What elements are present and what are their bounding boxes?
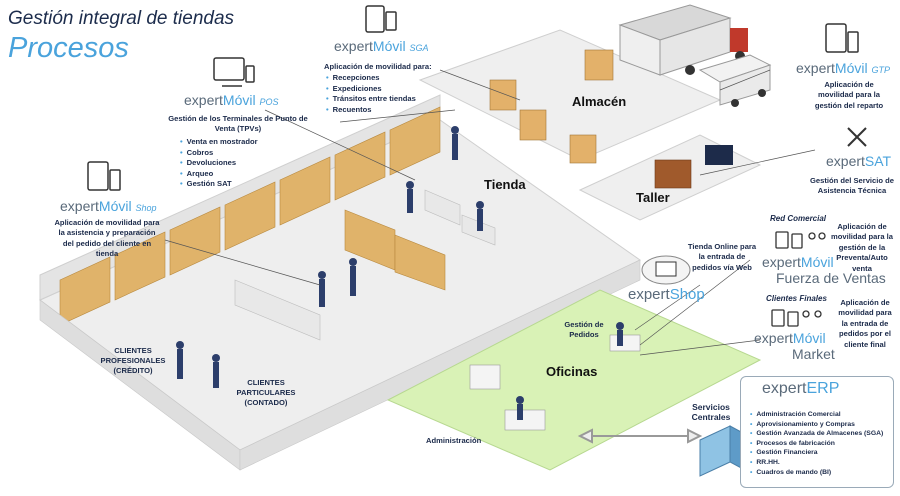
zone-taller: Taller [636,190,670,205]
sga-items: Recepciones Expediciones Tránsitos entre… [326,73,416,115]
devices-icon-market [771,309,822,327]
erp-item: Gestión Avanzada de Almacenes (SGA) [750,429,883,439]
pos-item: Devoluciones [180,158,258,169]
truck-icon [618,4,748,76]
buildings-icon [699,425,746,477]
label-gestion-pedidos: Gestión de Pedidos [564,320,604,339]
erp-item: RR.HH. [750,458,883,468]
sga-item: Expediciones [326,84,416,95]
brand-shop-app: expertMóvil Shop [60,198,157,214]
label-servicios-centrales: Servicios Centrales [691,402,731,422]
workshop-screen [705,145,733,165]
zone-oficinas: Oficinas [546,364,598,379]
tablet-icon-shop [87,161,121,191]
brand-sat: expertSAT [826,153,892,169]
brand-fuerza: expertMóvil [762,254,834,270]
zone-almacen: Almacén [572,94,627,109]
workshop-bench [654,159,692,189]
brand-expertshop: expertShop [628,286,705,303]
brand-fuerza-sub: Fuerza de Ventas [776,270,886,286]
pos-item: Cobros [180,148,258,159]
shop-app-desc: Aplicación de movilidad para la asistenc… [54,218,160,259]
pos-item: Arqueo [180,169,258,180]
zone-tienda: Tienda [484,177,526,192]
brand-market-sub: Market [792,346,835,362]
pos-items: Venta en mostrador Cobros Devoluciones A… [180,137,258,190]
erp-item: Procesos de fabricación [750,439,883,449]
erp-item: Administración Comercial [750,410,883,420]
label-clientes-particulares: CLIENTES PARTICULARES (CONTADO) [236,378,296,407]
pos-item: Gestión SAT [180,179,258,190]
pos-item: Venta en mostrador [180,137,258,148]
group-clientes-finales: Clientes Finales [766,294,827,303]
office-floor [386,289,762,471]
sga-item: Recuentos [326,105,416,116]
center-shelves [344,209,446,291]
brand-erp: expertERP [762,380,840,397]
brand-pos: expertMóvil POS [184,92,279,108]
warehouse-racks [489,49,614,164]
page-title: Gestión integral de tiendas [8,8,235,29]
brand-gtp: expertMóvil GTP [796,60,890,76]
sga-item: Tránsitos entre tiendas [326,94,416,105]
erp-item: Cuadros de mando (BI) [750,468,883,478]
group-red-comercial: Red Comercial [770,214,827,223]
market-desc: Aplicación de movilidad para la entrada … [838,298,892,349]
gtp-desc: Aplicación de movilidad para la gestión … [814,80,884,110]
brand-sga: expertMóvil SGA [334,38,429,54]
cloud-shop-icon [641,255,691,285]
expertshop-desc: Tienda Online para la entrada de pedidos… [687,242,757,272]
label-administracion: Administración [426,436,482,445]
erp-item: Gestión Financiera [750,448,883,458]
tools-icon [847,127,867,147]
front-wall [39,259,641,471]
sga-heading: Aplicación de movilidad para: [324,62,432,71]
people [176,126,624,420]
page-subtitle: Procesos [8,32,129,64]
erp-items: Administración Comercial Aprovisionamien… [750,410,883,477]
wall-shelves [59,106,441,326]
fuerza-desc: Aplicación de movilidad para la gestión … [830,222,894,273]
connector-lines [164,69,816,356]
brand-market: expertMóvil [754,330,826,346]
label-clientes-profesionales: CLIENTES PROFESIONALES (CRÉDITO) [100,346,166,375]
office-furniture [469,334,641,431]
erp-link-arrow [577,428,703,444]
erp-item: Aprovisionamiento y Compras [750,420,883,430]
sga-item: Recepciones [326,73,416,84]
tablet-icon-sga [365,5,397,33]
devices-icon-fuerza [775,231,826,249]
tablet-icon-gtp [825,23,859,53]
pos-terminal-icon [213,57,255,87]
sat-desc: Gestión del Servicio de Asistencia Técni… [810,176,894,196]
pos-heading: Gestión de los Terminales de Punto de Ve… [168,114,308,134]
